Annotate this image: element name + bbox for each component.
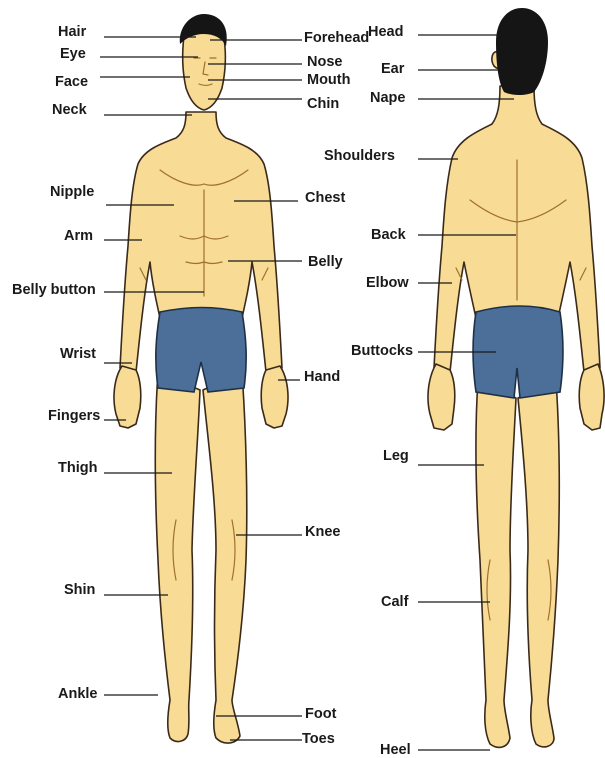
label-hair: Hair [58,24,87,40]
front-right-leg [203,372,247,743]
back-left-hand [428,364,455,430]
label-eye: Eye [60,46,86,62]
label-arm: Arm [64,228,93,244]
label-hand: Hand [304,369,340,385]
label-calf: Calf [381,594,409,610]
front-right-hand [261,366,288,428]
label-nose: Nose [307,54,342,70]
label-toes: Toes [302,731,335,747]
front-figure [114,14,288,743]
back-right-hand [579,364,604,430]
label-nape: Nape [370,90,405,106]
label-head: Head [368,24,403,40]
front-shorts [156,308,246,393]
label-neck: Neck [52,102,88,118]
label-foot: Foot [305,706,337,722]
label-buttocks: Buttocks [351,343,413,359]
back-left-leg [476,380,516,747]
back-head-hair [496,8,548,95]
label-belly: Belly [308,254,343,270]
label-nipple: Nipple [50,184,94,200]
label-shoulders: Shoulders [324,148,395,164]
label-forehead: Forehead [304,30,369,46]
label-ankle: Ankle [58,686,98,702]
label-ear: Ear [381,61,405,77]
front-left-hand [114,366,141,428]
label-leg: Leg [383,448,409,464]
front-left-leg [155,372,200,741]
label-belly-button: Belly button [12,282,96,298]
label-wrist: Wrist [60,346,96,362]
back-right-leg [518,380,559,747]
label-mouth: Mouth [307,72,350,88]
label-elbow: Elbow [366,275,409,291]
label-face: Face [55,74,88,90]
label-back: Back [371,227,407,243]
label-knee: Knee [305,524,340,540]
label-chin: Chin [307,96,339,112]
label-fingers: Fingers [48,408,100,424]
label-thigh: Thigh [58,460,97,476]
back-figure [428,8,604,747]
label-heel: Heel [380,742,411,758]
label-chest: Chest [305,190,345,206]
label-shin: Shin [64,582,95,598]
